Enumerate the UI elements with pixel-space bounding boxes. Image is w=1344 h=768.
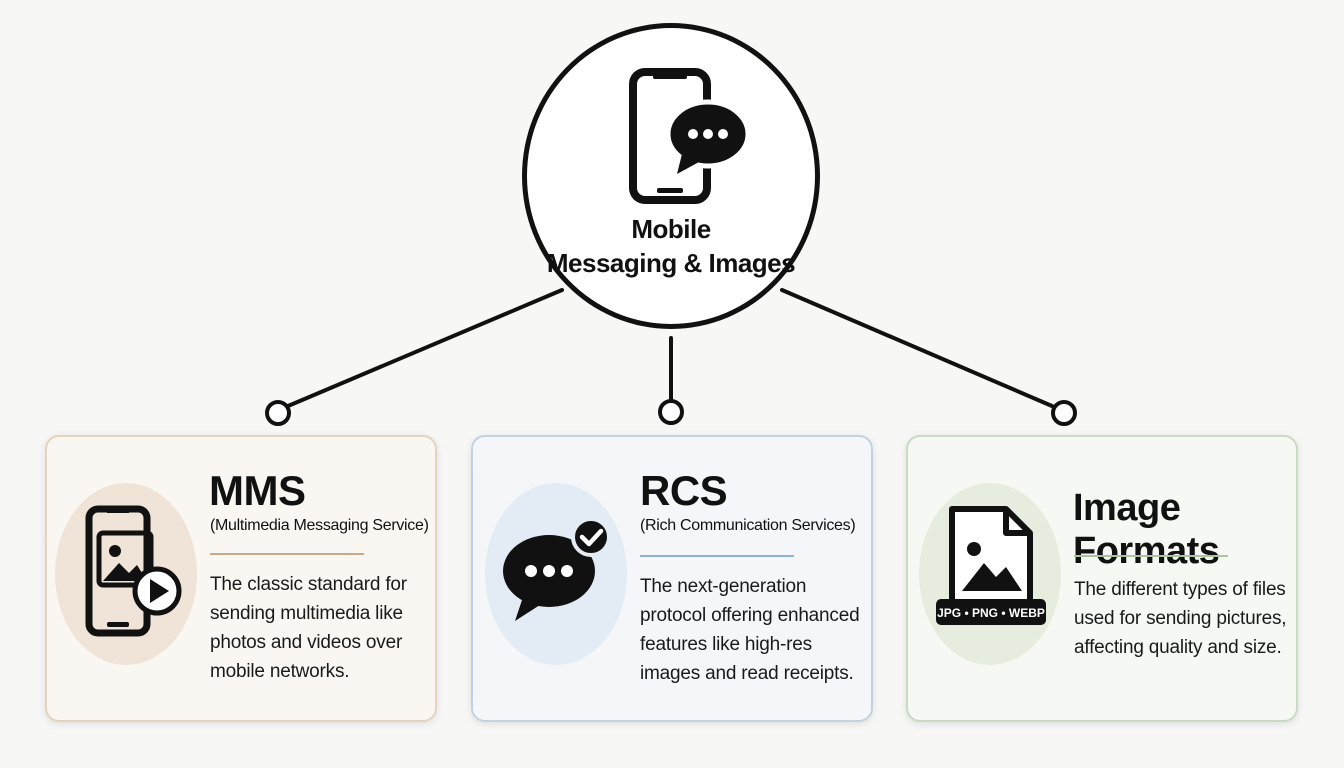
card-title: Image Formats [1073, 487, 1220, 572]
card-subtitle: (Multimedia Messaging Service) [210, 517, 429, 534]
card-title: RCS [640, 467, 728, 514]
image-file-icon: JPG • PNG • WEBP [936, 506, 1046, 625]
connector-left [286, 288, 564, 408]
card-description: The classic standard for sending multime… [210, 574, 407, 682]
phone-chat-icon [629, 68, 751, 204]
central-hub: Mobile Messaging & Images [522, 23, 820, 329]
card-title: MMS [209, 467, 306, 514]
format-badge: JPG • PNG • WEBP [937, 606, 1045, 620]
divider [210, 553, 364, 555]
node-right [1051, 400, 1077, 426]
divider [640, 555, 794, 557]
card-mms: MMS (Multimedia Messaging Service) The c… [45, 435, 437, 722]
hub-title-line2: Messaging & Images [546, 248, 796, 278]
card-image-formats: JPG • PNG • WEBP Image Formats The diffe… [906, 435, 1298, 722]
phone-image-play-icon [85, 505, 182, 637]
node-center [658, 399, 684, 425]
hub-title-line1: Mobile [631, 214, 711, 244]
node-left [265, 400, 291, 426]
connector-right [780, 288, 1054, 408]
hub-title: Mobile Messaging & Images [527, 212, 815, 280]
divider [1074, 555, 1228, 557]
card-subtitle: (Rich Communication Services) [640, 517, 856, 534]
card-rcs: RCS (Rich Communication Services) The ne… [471, 435, 873, 722]
chat-check-icon [503, 517, 611, 621]
card-description: The different types of files used for se… [1074, 579, 1287, 658]
card-description: The next-generation protocol offering en… [640, 576, 860, 684]
